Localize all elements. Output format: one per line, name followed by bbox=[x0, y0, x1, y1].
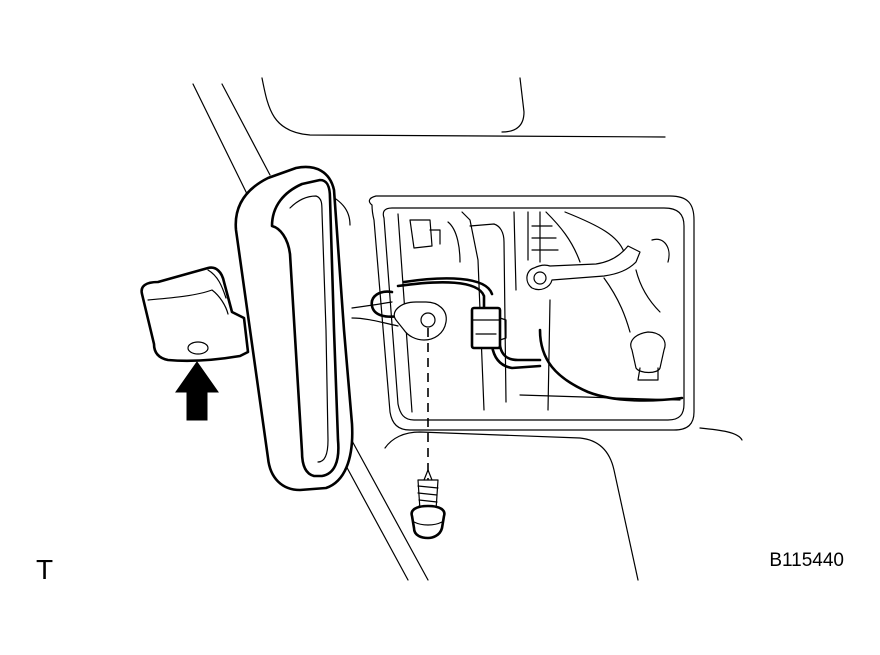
mirror-bracket bbox=[526, 245, 661, 333]
screw-hole-boss bbox=[393, 301, 447, 341]
figure-code-label: B115440 bbox=[769, 550, 844, 571]
wire-connector bbox=[470, 306, 507, 350]
screw bbox=[410, 469, 446, 540]
mirror-wire bbox=[351, 301, 399, 327]
view-marker-label: T bbox=[36, 554, 54, 585]
wire-harness bbox=[370, 277, 684, 402]
mirror-mount bbox=[140, 266, 250, 363]
rear-view-mirror bbox=[234, 165, 354, 492]
pull-direction-arrow bbox=[175, 361, 219, 421]
console-clip bbox=[630, 331, 666, 381]
headliner-lower-panel bbox=[384, 427, 743, 581]
